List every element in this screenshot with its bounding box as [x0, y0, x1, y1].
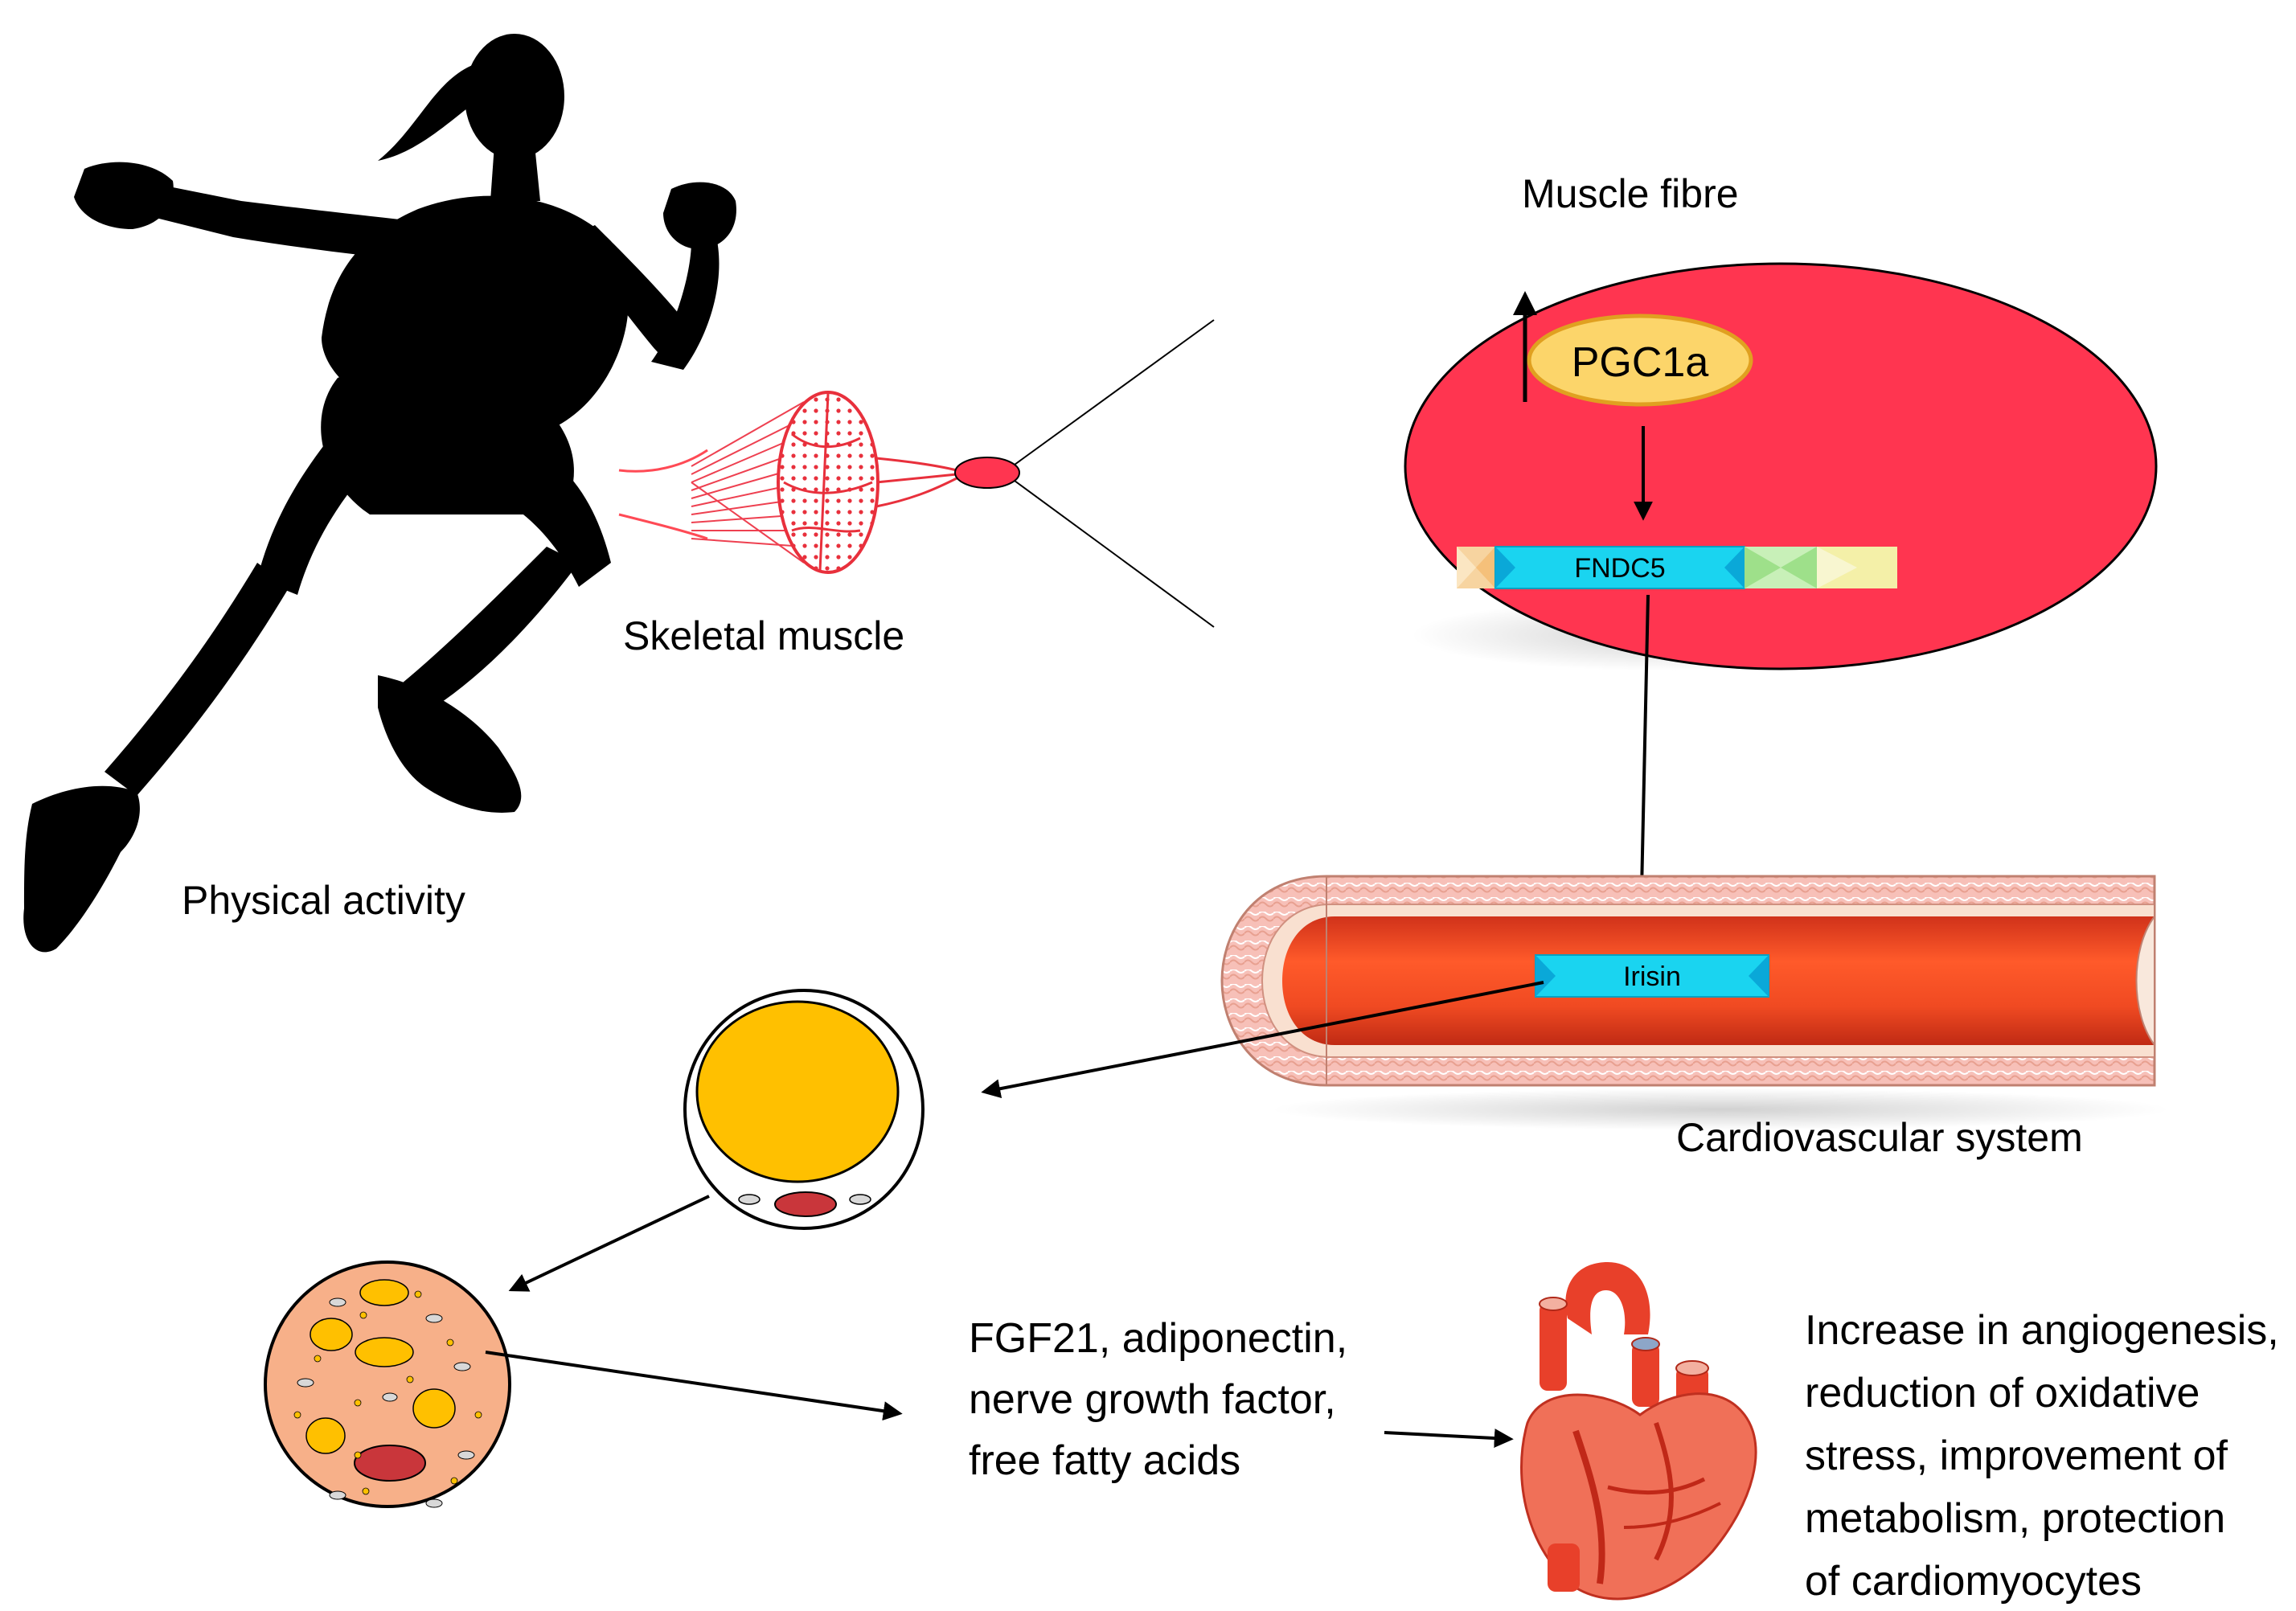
heart-icon — [1520, 1262, 1757, 1601]
single-fibre-icon — [954, 457, 1020, 489]
pgc1a-node: PGC1a — [1527, 314, 1753, 407]
physical-activity-label: Physical activity — [182, 878, 465, 923]
arrow-factors-to-heart — [1384, 1429, 1514, 1449]
blood-vessel-icon — [1220, 875, 2171, 1130]
secreted-factors-line: free fatty acids — [969, 1437, 1240, 1484]
runner-silhouette-icon — [23, 34, 736, 953]
cardiac-effects-line: of cardiomyocytes — [1805, 1558, 2142, 1605]
arrow-fndc5-to-vessel — [1632, 594, 1652, 895]
secreted-factors-text: FGF21, adiponectin, nerve growth factor,… — [969, 1315, 1347, 1484]
secreted-factors-line: nerve growth factor, — [969, 1376, 1336, 1423]
arrow-irisin-to-white-adipocyte — [981, 981, 1544, 1099]
muscle-bundle-icon — [618, 391, 1020, 574]
pgc1a-label: PGC1a — [1572, 339, 1709, 386]
cardiovascular-system-label: Cardiovascular system — [1676, 1115, 2083, 1160]
white-adipocyte-icon — [683, 989, 925, 1230]
cardiac-effects-line: stress, improvement of — [1805, 1433, 2228, 1479]
skeletal-muscle-label: Skeletal muscle — [623, 613, 904, 658]
muscle-fibre-label: Muscle fibre — [1522, 171, 1739, 216]
cardiac-effects-line: Increase in angiogenesis, — [1805, 1307, 2279, 1354]
irisin-node: Irisin — [1535, 954, 1769, 998]
fndc5-gene: FNDC5 — [1457, 546, 1897, 589]
irisin-label: Irisin — [1623, 961, 1681, 992]
muscle-fibre-cell — [1404, 262, 2158, 670]
zoom-line-top — [1014, 319, 1215, 465]
arrow-white-to-brown-adipocyte — [508, 1195, 710, 1292]
cardiac-effects-text: Increase in angiogenesis, reduction of o… — [1805, 1307, 2279, 1605]
arrow-brown-adipocyte-to-factors — [485, 1351, 903, 1421]
zoom-line-bottom — [1014, 480, 1215, 628]
brown-adipocyte-icon — [264, 1261, 511, 1508]
secreted-factors-line: FGF21, adiponectin, — [969, 1315, 1347, 1362]
cardiac-effects-line: metabolism, protection — [1805, 1495, 2225, 1542]
fndc5-label: FNDC5 — [1574, 553, 1665, 584]
cardiac-effects-line: reduction of oxidative — [1805, 1370, 2200, 1416]
